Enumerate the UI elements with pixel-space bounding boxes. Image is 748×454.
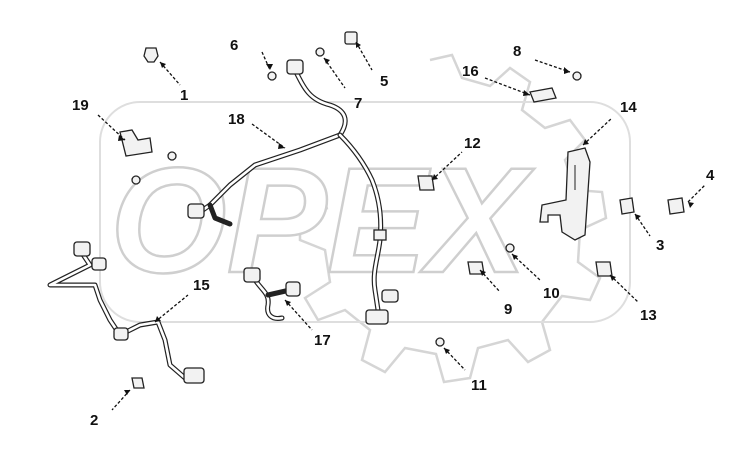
callout-6: 6 — [230, 37, 238, 54]
hose-assembly — [243, 267, 301, 321]
callout-3: 3 — [656, 237, 664, 254]
callout-9: 9 — [504, 301, 512, 318]
callout-5: 5 — [380, 73, 388, 90]
callout-13: 13 — [640, 307, 657, 324]
callout-14: 14 — [620, 99, 637, 116]
callout-19: 19 — [72, 97, 89, 114]
small-parts — [119, 31, 685, 389]
callout-4: 4 — [706, 167, 715, 184]
callout-7: 7 — [354, 95, 362, 112]
callout-2: 2 — [90, 412, 98, 429]
arrowheads — [118, 42, 694, 395]
callout-17: 17 — [314, 332, 331, 349]
callout-10: 10 — [543, 285, 560, 302]
wiring-harness-left — [47, 241, 205, 384]
watermark-text: OPEX — [110, 136, 535, 304]
callout-1: 1 — [180, 87, 188, 104]
callout-12: 12 — [464, 135, 481, 152]
callout-16: 16 — [462, 63, 479, 80]
callout-18: 18 — [228, 111, 245, 128]
callout-15: 15 — [193, 277, 210, 294]
callout-8: 8 — [513, 43, 521, 60]
callout-11: 11 — [471, 377, 487, 394]
bracket-part — [539, 147, 591, 241]
wiring-harness-main — [187, 59, 399, 325]
